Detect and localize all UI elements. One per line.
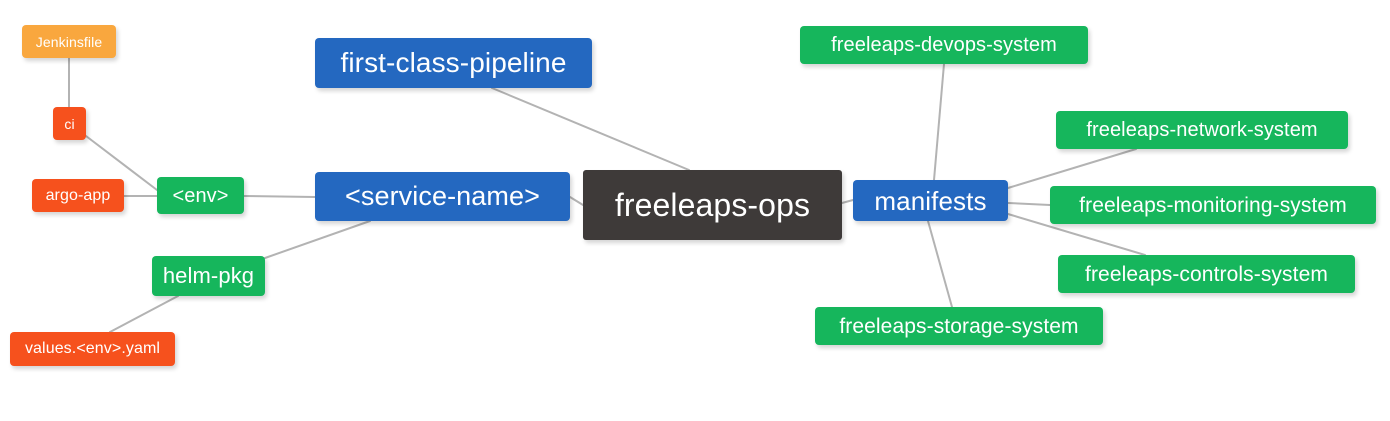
- node-env[interactable]: <env>: [157, 177, 244, 214]
- node-label: helm-pkg: [162, 263, 255, 288]
- node-label: Jenkinsfile: [35, 33, 103, 50]
- node-label: <service-name>: [345, 181, 540, 211]
- edge-manifests-to-freeleaps-network-system: [1007, 148, 1137, 189]
- node-label: freeleaps-ops: [614, 187, 811, 223]
- edge-service-name-to-helm-pkg: [264, 220, 371, 259]
- node-values-env-yaml[interactable]: values.<env>.yaml: [10, 332, 175, 366]
- node-label: values.<env>.yaml: [24, 340, 161, 357]
- node-label: freeleaps-devops-system: [831, 34, 1057, 56]
- node-label: freeleaps-controls-system: [1085, 262, 1328, 286]
- node-first-class-pipeline[interactable]: first-class-pipeline: [315, 38, 592, 88]
- node-jenkinsfile[interactable]: Jenkinsfile: [22, 25, 116, 58]
- node-label: argo-app: [45, 186, 111, 204]
- node-ci[interactable]: ci: [53, 107, 86, 140]
- edge-helm-pkg-to-values-env-yaml: [109, 295, 179, 333]
- node-helm-pkg[interactable]: helm-pkg: [152, 256, 265, 296]
- edge-service-name-to-env: [243, 195, 316, 198]
- edge-freeleaps-ops-to-manifests: [841, 199, 854, 204]
- node-freeleaps-monitoring-system[interactable]: freeleaps-monitoring-system: [1050, 186, 1376, 224]
- node-label: ci: [64, 115, 75, 132]
- node-service-name[interactable]: <service-name>: [315, 172, 570, 221]
- node-argo-app[interactable]: argo-app: [32, 179, 124, 212]
- node-label: freeleaps-monitoring-system: [1079, 193, 1347, 217]
- node-freeleaps-network-system[interactable]: freeleaps-network-system: [1056, 111, 1348, 149]
- edge-freeleaps-ops-to-first-class-pipeline: [491, 87, 690, 171]
- node-label: freeleaps-storage-system: [839, 314, 1079, 338]
- node-label: <env>: [172, 184, 229, 207]
- node-freeleaps-controls-system[interactable]: freeleaps-controls-system: [1058, 255, 1355, 293]
- node-manifests[interactable]: manifests: [853, 180, 1008, 221]
- node-freeleaps-storage-system[interactable]: freeleaps-storage-system: [815, 307, 1103, 345]
- node-freeleaps-devops-system[interactable]: freeleaps-devops-system: [800, 26, 1088, 64]
- edge-freeleaps-ops-to-service-name: [569, 196, 584, 206]
- edge-manifests-to-freeleaps-monitoring-system: [1007, 202, 1051, 206]
- node-freeleaps-ops[interactable]: freeleaps-ops: [583, 170, 842, 240]
- node-label: first-class-pipeline: [340, 47, 567, 78]
- node-label: manifests: [874, 185, 987, 216]
- edge-manifests-to-freeleaps-devops-system: [933, 63, 945, 181]
- node-label: freeleaps-network-system: [1086, 119, 1318, 141]
- edge-manifests-to-freeleaps-storage-system: [927, 220, 953, 308]
